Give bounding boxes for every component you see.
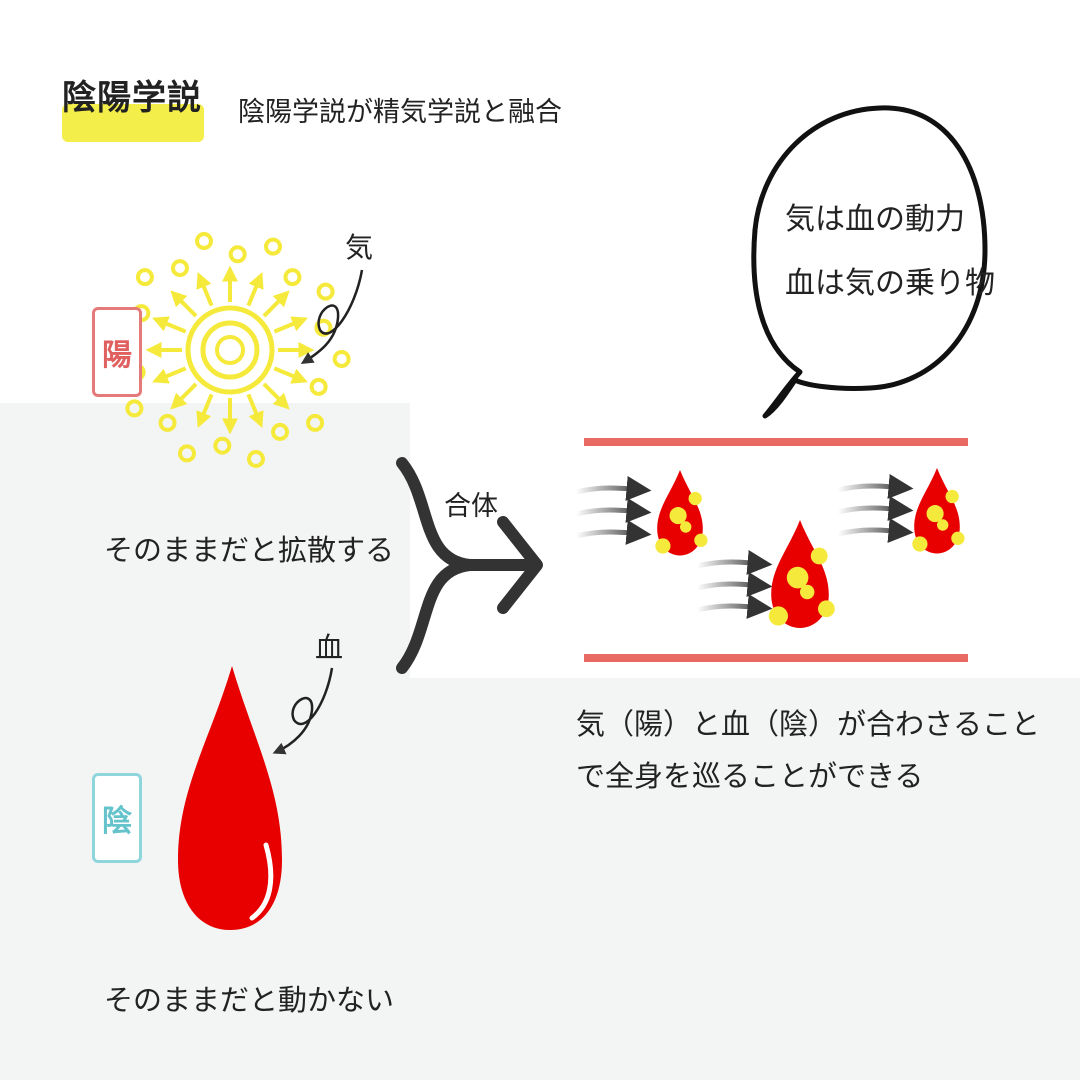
qi-dot [694, 533, 708, 547]
qi-ray [170, 382, 198, 410]
qi-dot [937, 519, 949, 531]
qi-dot [912, 536, 928, 552]
yang-badge: 陽 [92, 307, 142, 397]
motion-arrow-icon [575, 498, 652, 523]
background-band-lower [410, 678, 1080, 1080]
speech-bubble-outline [751, 105, 988, 419]
qi-blood-unit [575, 470, 708, 556]
qi-particle [332, 349, 351, 368]
qi-dot [768, 606, 789, 626]
qi-particle [316, 282, 335, 301]
page-subtitle: 陰陽学説が精気学説と融合 [238, 97, 562, 128]
qi-ray [152, 366, 187, 384]
qi-ray [152, 316, 187, 334]
qi-dot [818, 600, 835, 618]
merge-arrow-icon [396, 457, 543, 674]
title-highlight [62, 104, 204, 142]
blood-drop-icon [178, 666, 282, 930]
qi-dot [945, 489, 959, 504]
qi-particle [135, 268, 154, 287]
qi-dot [655, 538, 671, 554]
page-title: 陰陽学説 [62, 78, 202, 118]
motion-arrow-icon [696, 550, 773, 575]
page-title-block: 陰陽学説 [62, 70, 204, 142]
qi-dot [786, 566, 809, 589]
qi-particle [228, 245, 247, 264]
qi-particles [109, 232, 351, 468]
qi-label: 気 [345, 231, 374, 264]
qi-ray [273, 366, 308, 384]
qi-particle [283, 268, 302, 287]
qi-ray [246, 272, 264, 307]
qi-dot [669, 507, 687, 525]
yang-caption: そのままだと拡散する [104, 533, 395, 567]
qi-pointer-icon [300, 269, 364, 364]
qi-dot [810, 547, 828, 565]
qi-particle [195, 232, 214, 251]
result-caption-line-2: で全身を巡ることができる [576, 759, 924, 793]
qi-particle [309, 377, 328, 396]
qi-dot [680, 521, 692, 533]
qi-dot [926, 505, 944, 523]
qi-particle [314, 318, 333, 337]
motion-arrow-icon [696, 594, 773, 619]
motion-arrow-icon [575, 476, 652, 501]
qi-ray [262, 290, 290, 318]
qi-particle [170, 259, 189, 278]
qi-particle [264, 237, 283, 256]
result-caption: 気（陽）と血（陰）が合わさること で全身を巡ることができる [576, 698, 1040, 802]
qi-particle [177, 444, 196, 463]
background-band-left [0, 403, 410, 1080]
motion-arrow-icon [837, 518, 914, 543]
qi-ray [262, 382, 290, 410]
yin-badge: 陰 [92, 773, 142, 863]
qi-blood-unit [696, 520, 835, 628]
qi-particle [246, 449, 265, 468]
motion-arrow-icon [837, 496, 914, 521]
motion-arrow-icon [575, 520, 652, 545]
motion-arrow-icon [696, 572, 773, 597]
qi-sun-icon [109, 232, 351, 468]
qi-particle [125, 399, 144, 418]
qi-ray [196, 393, 214, 428]
blood-label: 血 [315, 631, 344, 664]
qi-ray [170, 290, 198, 318]
qi-particle [158, 413, 177, 432]
qi-dot [688, 491, 702, 506]
vessel-flow [575, 468, 965, 628]
yin-caption: そのままだと動かない [104, 983, 395, 1017]
qi-particle [271, 422, 290, 441]
speech-bubble-text: 気は血の動力 血は気の乗り物 [785, 188, 995, 316]
speech-bubble-line-2: 血は気の乗り物 [785, 266, 995, 301]
blood-pointer-icon [272, 667, 334, 755]
qi-ray [246, 393, 264, 428]
motion-arrow-icon [837, 474, 914, 499]
qi-particle [306, 413, 325, 432]
qi-particle [213, 436, 232, 455]
qi-dot [800, 584, 815, 600]
qi-ray [196, 272, 214, 307]
qi-rays [145, 265, 315, 435]
result-caption-line-1: 気（陽）と血（陰）が合わさること [576, 707, 1041, 741]
speech-bubble-line-1: 気は血の動力 [785, 202, 965, 237]
qi-blood-unit [837, 468, 965, 554]
qi-ray [273, 316, 308, 334]
merge-label: 合体 [444, 491, 498, 522]
qi-dot [951, 531, 965, 545]
